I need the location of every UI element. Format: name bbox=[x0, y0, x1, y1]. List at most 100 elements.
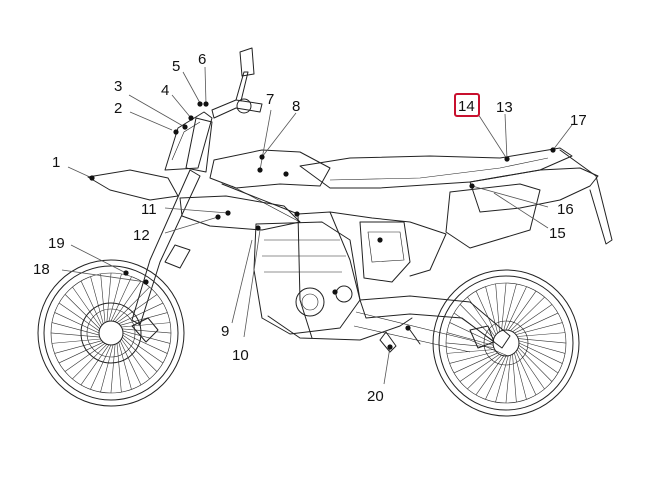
wheel-spoke bbox=[121, 338, 150, 380]
callout-4[interactable]: 4 bbox=[161, 82, 169, 99]
callout-5[interactable]: 5 bbox=[172, 58, 180, 75]
wheel-spoke bbox=[505, 286, 527, 331]
wheel-spoke bbox=[58, 302, 100, 332]
wheel-spoke bbox=[467, 355, 502, 390]
wheel-spoke bbox=[515, 351, 537, 396]
front-wheel bbox=[37, 259, 185, 407]
callout-leaders bbox=[61, 66, 573, 385]
wheel-spoke bbox=[118, 302, 164, 325]
wheel-spoke bbox=[110, 276, 132, 322]
wheel-spoke bbox=[517, 349, 545, 390]
wheel-spoke bbox=[459, 304, 494, 339]
callout-labels: 1 2 3 4 5 6 7 8 9 10 11 12 13 14 15 16 1… bbox=[33, 51, 587, 405]
wheel-spoke bbox=[459, 354, 500, 382]
seat bbox=[299, 147, 573, 189]
wheel-spoke bbox=[64, 343, 106, 372]
front-fork bbox=[131, 117, 213, 326]
wheel-spoke bbox=[100, 273, 106, 323]
callout-7[interactable]: 7 bbox=[266, 91, 274, 108]
front-brake-caliper bbox=[131, 317, 159, 343]
wheel-spoke bbox=[72, 344, 108, 380]
wheel-spoke bbox=[54, 340, 102, 354]
selected-callout-box bbox=[454, 93, 480, 117]
wheel-spoke bbox=[517, 332, 566, 337]
wheel-spoke bbox=[485, 355, 507, 400]
callout-3[interactable]: 3 bbox=[114, 78, 122, 95]
wheel-spoke bbox=[518, 345, 559, 374]
wheel-spoke bbox=[80, 280, 103, 326]
wheel-spoke bbox=[475, 355, 504, 396]
wheel-spoke bbox=[51, 322, 100, 336]
callout-15[interactable]: 15 bbox=[549, 225, 566, 242]
frame bbox=[221, 183, 447, 339]
wheel-spoke bbox=[518, 347, 553, 382]
wheel-spoke bbox=[518, 338, 567, 344]
wheel-spoke bbox=[503, 283, 517, 331]
wheel-spoke bbox=[122, 330, 171, 344]
wheel-spoke bbox=[446, 332, 494, 346]
wheel-spoke bbox=[114, 286, 150, 322]
wheel-spoke bbox=[449, 351, 497, 364]
wheel-spoke bbox=[51, 338, 101, 344]
wheel-spoke bbox=[495, 355, 509, 403]
rear-wheel bbox=[432, 269, 580, 417]
callout-6[interactable]: 6 bbox=[198, 51, 206, 68]
wheel-spoke bbox=[122, 328, 172, 334]
wheel-spoke bbox=[90, 276, 104, 324]
wheel-spoke bbox=[110, 344, 116, 394]
wheel-spoke bbox=[505, 355, 511, 404]
wheel-spoke bbox=[512, 354, 517, 403]
wheel-spoke bbox=[58, 341, 104, 364]
callout-2[interactable]: 2 bbox=[114, 100, 122, 117]
wheel-spoke bbox=[501, 282, 507, 331]
callout-17[interactable]: 17 bbox=[570, 112, 587, 129]
handlebar bbox=[211, 47, 263, 119]
side-stand bbox=[379, 331, 397, 353]
callout-14[interactable]: 14 bbox=[458, 98, 475, 115]
callout-dots bbox=[89, 101, 556, 350]
wheel-spoke bbox=[475, 290, 497, 335]
callout-8[interactable]: 8 bbox=[292, 98, 300, 115]
wheel-spoke bbox=[119, 340, 142, 386]
wheel-spoke bbox=[112, 280, 142, 322]
callout-19[interactable]: 19 bbox=[48, 235, 65, 252]
motorcycle-drawing bbox=[37, 47, 613, 417]
wheel-spoke bbox=[510, 296, 545, 331]
wheel-spoke bbox=[453, 352, 498, 374]
wheel-spoke bbox=[121, 322, 171, 328]
callout-18[interactable]: 18 bbox=[33, 261, 50, 278]
chain bbox=[353, 311, 509, 357]
wheel-spoke bbox=[116, 294, 158, 323]
wheel-spoke bbox=[90, 344, 112, 390]
exhaust bbox=[267, 315, 413, 341]
wheel-spoke bbox=[122, 332, 168, 354]
wheel-spoke bbox=[122, 334, 164, 364]
wheel-spoke bbox=[508, 290, 537, 331]
headlight-fairing bbox=[164, 111, 213, 171]
wheel-spoke bbox=[80, 344, 110, 386]
wheel-spoke bbox=[514, 352, 527, 400]
wheel-spoke bbox=[120, 312, 168, 326]
wheel-spoke bbox=[515, 322, 563, 335]
side-panel bbox=[445, 183, 541, 249]
callout-11[interactable]: 11 bbox=[141, 201, 157, 218]
wheel-spoke bbox=[108, 273, 122, 322]
callout-16[interactable]: 16 bbox=[557, 201, 574, 218]
wheel-spoke bbox=[514, 312, 559, 334]
wheel-spoke bbox=[54, 312, 100, 334]
wheel-spoke bbox=[446, 349, 495, 354]
callout-13[interactable]: 13 bbox=[496, 99, 513, 116]
rear-brake-caliper bbox=[469, 325, 495, 349]
front-fender bbox=[87, 169, 179, 201]
callout-1[interactable]: 1 bbox=[52, 154, 60, 171]
wheel-spoke bbox=[50, 332, 100, 338]
callout-9[interactable]: 9 bbox=[221, 323, 229, 340]
radiator-shroud bbox=[179, 195, 301, 231]
wheel-spoke bbox=[518, 340, 566, 354]
callout-12[interactable]: 12 bbox=[133, 227, 150, 244]
callout-10[interactable]: 10 bbox=[232, 347, 249, 364]
fuel-tank bbox=[209, 149, 331, 189]
wheel-spoke bbox=[118, 342, 132, 390]
callout-20[interactable]: 20 bbox=[367, 388, 384, 405]
